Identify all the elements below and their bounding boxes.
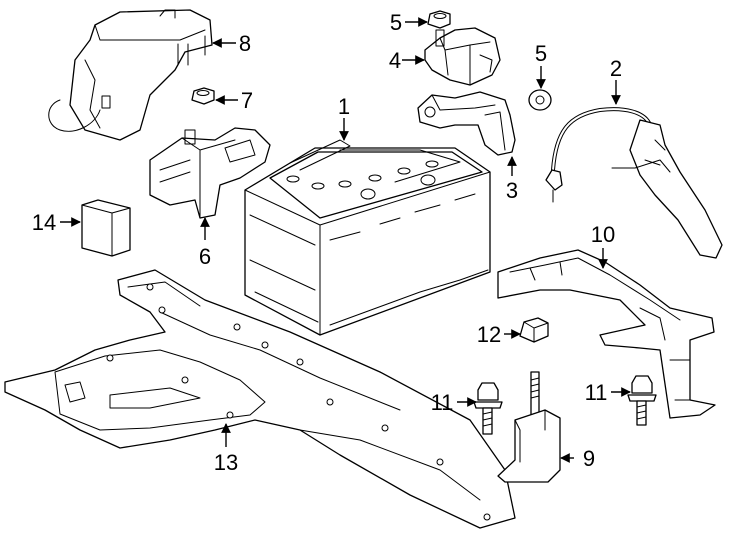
leader-lines — [60, 17, 631, 463]
negative-terminal-part — [417, 91, 516, 156]
callout-7: 7 — [241, 88, 253, 113]
nut-5-right-part — [528, 89, 552, 111]
callout-1: 1 — [338, 94, 350, 119]
callout-12: 12 — [477, 322, 501, 347]
callout-2: 2 — [610, 56, 622, 81]
callout-14: 14 — [32, 210, 56, 235]
hold-down-bracket-part — [497, 249, 716, 419]
nut-12-part — [519, 317, 549, 343]
callout-3: 3 — [506, 178, 518, 203]
callout-5-right: 5 — [535, 41, 547, 66]
positive-terminal-part — [424, 27, 501, 86]
battery-cable-part — [545, 107, 723, 259]
insulator-block-part — [81, 199, 131, 257]
nut-5-top-part — [427, 10, 451, 29]
bolt-11-left-part — [473, 382, 503, 435]
callout-4: 4 — [389, 48, 401, 73]
callout-9: 9 — [583, 446, 595, 471]
callout-5-top: 5 — [390, 10, 402, 35]
callout-10: 10 — [591, 222, 615, 247]
callout-11-left: 11 — [431, 390, 454, 415]
battery-part — [244, 139, 491, 336]
bolt-11-right-part — [627, 375, 657, 426]
callout-8: 8 — [239, 31, 251, 56]
callout-6: 6 — [199, 244, 211, 269]
nut-7-part — [191, 87, 215, 105]
callout-11-right: 11 — [585, 380, 608, 405]
callout-13: 13 — [214, 450, 238, 475]
fuse-block-part — [149, 127, 271, 219]
callout-labels: 1 2 3 4 5 5 6 7 8 9 10 11 11 12 13 14 — [32, 10, 622, 475]
battery-cover-part — [48, 9, 213, 141]
clamp-rod-part — [497, 371, 561, 483]
battery-tray-part — [4, 269, 516, 529]
